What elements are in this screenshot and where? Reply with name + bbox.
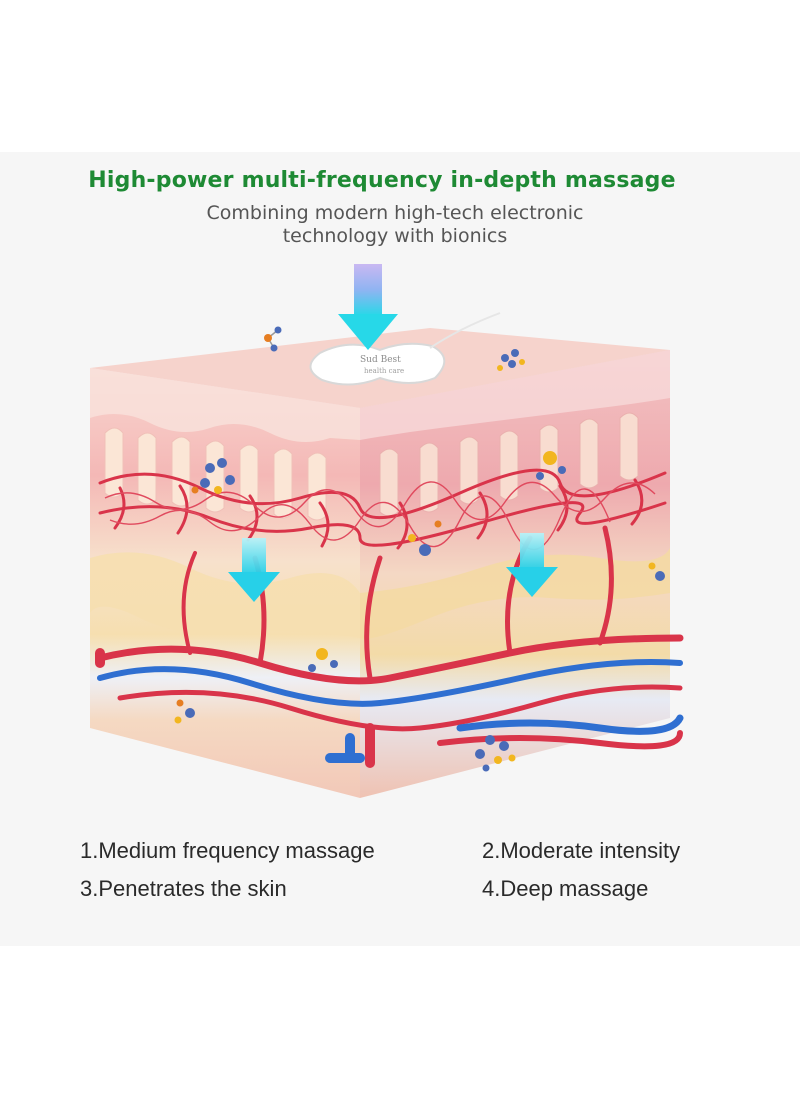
down-arrow-icon [506, 533, 558, 597]
down-arrow-icon [228, 538, 280, 602]
molecule-icon [174, 699, 195, 724]
feature-1: 1.Medium frequency massage [80, 838, 375, 863]
feature-3: 3.Penetrates the skin [80, 876, 287, 901]
molecule-icon [408, 520, 442, 556]
molecule-icon [497, 349, 525, 371]
molecule-icon [191, 458, 235, 494]
pad-label-line-1: Sud Best [360, 355, 401, 365]
subtitle-line-1: Combining modern high-tech electronic [206, 202, 584, 224]
skin-layers-illustration: Sud Best health care [90, 264, 684, 798]
molecule-icon [536, 451, 566, 480]
page-title: High-power multi-frequency in-depth mass… [88, 168, 676, 193]
down-arrow-icon [338, 264, 398, 350]
subtitle-line-2: technology with bionics [282, 225, 508, 247]
molecule-icon [475, 735, 516, 772]
page-subtitle: Combining modern high-tech electronic te… [150, 202, 640, 248]
molecule-icon [264, 326, 282, 352]
feature-4: 4.Deep massage [482, 876, 649, 901]
electrode-pad-icon: Sud Best health care [309, 312, 501, 386]
molecule-icon [648, 562, 665, 581]
pad-label-line-2: health care [364, 367, 404, 375]
feature-2: 2.Moderate intensity [482, 838, 681, 863]
molecule-icon [308, 648, 338, 672]
